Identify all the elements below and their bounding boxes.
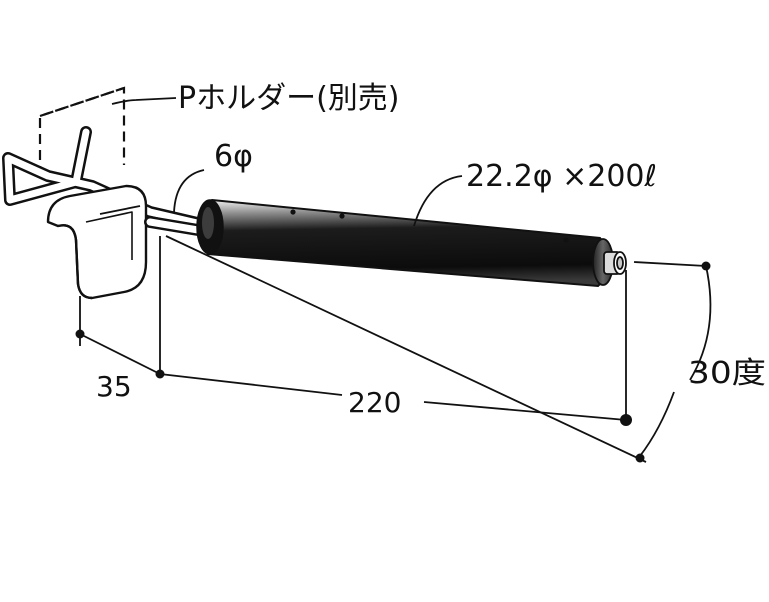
angle-label: 30度 <box>688 356 766 391</box>
pipe <box>196 198 612 288</box>
pipe-hole <box>290 209 296 215</box>
pipe-hole <box>563 237 569 243</box>
p-holder-outline <box>38 86 126 176</box>
dimension-220-label: 220 <box>348 386 401 419</box>
wire-diameter-label: 6φ <box>214 139 253 174</box>
pipe-size-label: 22.2φ ×200ℓ <box>466 159 657 194</box>
dimension-dots <box>75 261 711 463</box>
clamp-bracket <box>46 184 148 300</box>
holder-label: Pホルダー(別売) <box>178 81 400 116</box>
pipe-hole <box>339 213 345 219</box>
pipe-end-cap <box>592 238 627 286</box>
dimension-35-label: 35 <box>96 370 132 403</box>
dimension-lines <box>79 97 712 463</box>
